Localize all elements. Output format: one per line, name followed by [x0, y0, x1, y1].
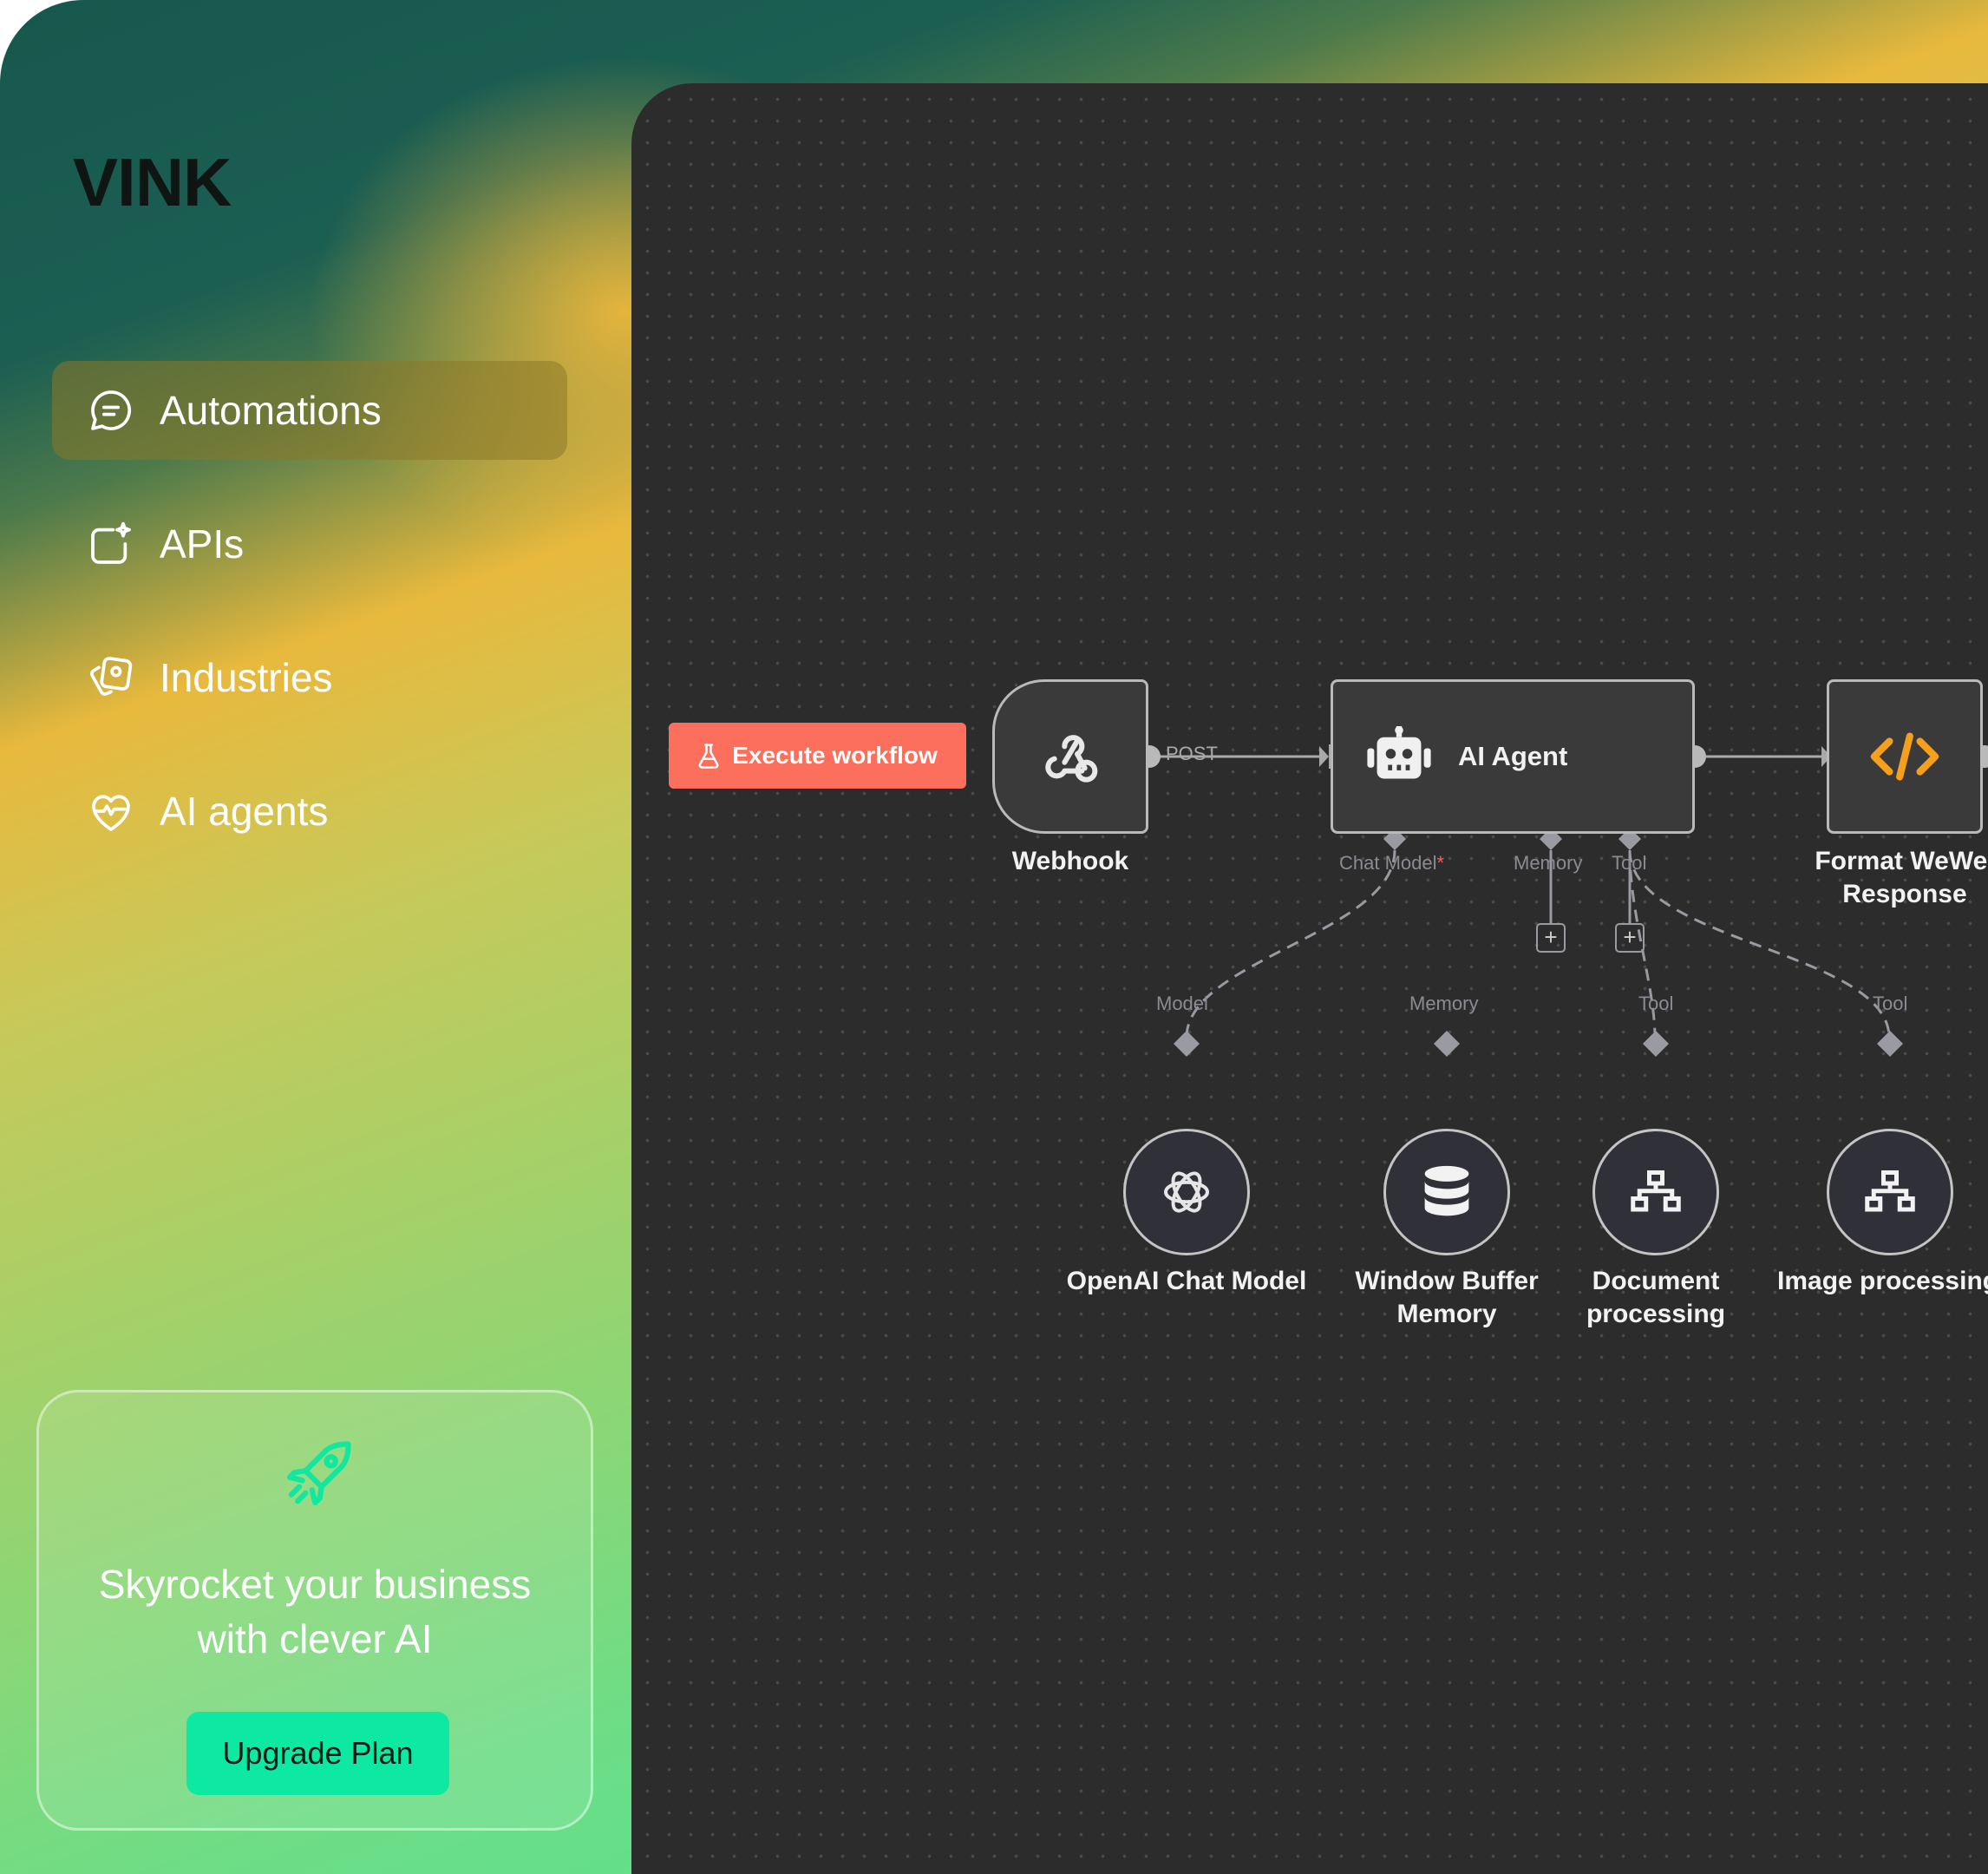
- format-response-node-label: Format WeWel Response: [1792, 845, 1988, 911]
- webhook-icon: [1045, 735, 1098, 783]
- edge-post-label: POST: [1166, 743, 1218, 764]
- chat-bubble-icon: [85, 384, 137, 436]
- upgrade-promo-card: Skyrocket your business with clever AI U…: [36, 1390, 593, 1831]
- sidebar-item-ai-agents[interactable]: AI agents: [52, 762, 567, 861]
- cards-icon: [85, 652, 137, 704]
- image-processing-node[interactable]: [1827, 1129, 1953, 1255]
- model-input-port[interactable]: [1174, 1031, 1200, 1057]
- execute-workflow-label: Execute workflow: [732, 742, 938, 769]
- doc-line-2: processing: [1586, 1300, 1726, 1328]
- required-mark: *: [1436, 852, 1445, 874]
- image-input-port[interactable]: [1877, 1031, 1903, 1057]
- heart-pulse-icon: [85, 785, 137, 837]
- image-tool-input-label: Tool: [1873, 993, 1908, 1014]
- sparkle-window-icon: [85, 518, 137, 570]
- add-memory-button[interactable]: +: [1536, 923, 1566, 953]
- edge-model: [1185, 849, 1396, 1039]
- database-icon: [1424, 1165, 1469, 1216]
- flask-icon: [698, 744, 719, 769]
- edge-arrow: [1319, 746, 1329, 767]
- promo-line-1: Skyrocket your business: [98, 1562, 532, 1607]
- ai-agent-node-label: AI Agent: [1458, 741, 1568, 771]
- ai-agent-node[interactable]: AI Agent: [1331, 679, 1695, 834]
- memory-input-label: Memory: [1409, 993, 1479, 1014]
- memory-input-port[interactable]: [1434, 1031, 1460, 1057]
- tool-port-label: Tool: [1612, 852, 1647, 874]
- format-response-node[interactable]: [1827, 679, 1983, 834]
- model-input-label: Model: [1156, 993, 1208, 1014]
- promo-text: Skyrocket your business with clever AI: [39, 1557, 591, 1667]
- execute-workflow-button[interactable]: Execute workflow: [669, 723, 966, 789]
- brand-logo: VINK: [73, 144, 232, 220]
- sidebar-item-label: APIs: [160, 521, 245, 567]
- format-line-1: Format WeWel: [1815, 847, 1988, 875]
- doc-line-1: Document: [1592, 1267, 1720, 1295]
- memory-node-label: Window Buffer Memory: [1325, 1265, 1568, 1331]
- memory-line-2: Memory: [1396, 1300, 1497, 1328]
- workflow-connections: [1138, 744, 1988, 1057]
- robot-icon: [1367, 726, 1431, 779]
- doc-node-label: Document processing: [1534, 1265, 1777, 1331]
- rocket-icon: [280, 1436, 356, 1512]
- workflow-canvas[interactable]: Execute workflow Webhook POST: [631, 83, 1988, 1874]
- promo-line-2: with clever AI: [197, 1616, 433, 1661]
- code-icon: [1870, 732, 1939, 781]
- doc-tool-input-label: Tool: [1638, 993, 1674, 1014]
- document-processing-node[interactable]: [1592, 1129, 1719, 1255]
- chat-model-port-text: Chat Model: [1339, 852, 1437, 874]
- sitemap-icon: [1865, 1170, 1915, 1212]
- sitemap-icon: [1631, 1170, 1681, 1212]
- sidebar-item-automations[interactable]: Automations: [52, 361, 567, 460]
- sidebar-item-label: Automations: [160, 388, 382, 433]
- memory-line-1: Window Buffer: [1355, 1267, 1539, 1295]
- openai-node-label: OpenAI Chat Model: [1066, 1267, 1307, 1295]
- memory-port-label: Memory: [1514, 852, 1583, 874]
- sidebar-nav: Automations APIs Industries: [52, 361, 567, 895]
- sidebar-item-label: Industries: [160, 655, 333, 700]
- edge-arrow: [1821, 746, 1831, 767]
- edge-tool-image: [1628, 849, 1891, 1039]
- openai-chat-model-node[interactable]: [1123, 1129, 1250, 1255]
- add-tool-button[interactable]: +: [1615, 923, 1645, 953]
- openai-icon: [1164, 1171, 1209, 1213]
- sidebar-item-apis[interactable]: APIs: [52, 495, 567, 593]
- webhook-node[interactable]: [992, 679, 1148, 834]
- webhook-node-label: Webhook: [1011, 847, 1129, 875]
- window-buffer-memory-node[interactable]: [1383, 1129, 1510, 1255]
- chat-model-port-label: Chat Model*: [1339, 852, 1444, 875]
- upgrade-plan-button[interactable]: Upgrade Plan: [186, 1712, 449, 1795]
- sidebar-item-industries[interactable]: Industries: [52, 628, 567, 727]
- format-line-2: Response: [1842, 880, 1967, 908]
- doc-input-port[interactable]: [1643, 1031, 1669, 1057]
- image-node-label: Image processing: [1777, 1267, 1988, 1295]
- sidebar-item-label: AI agents: [160, 789, 329, 834]
